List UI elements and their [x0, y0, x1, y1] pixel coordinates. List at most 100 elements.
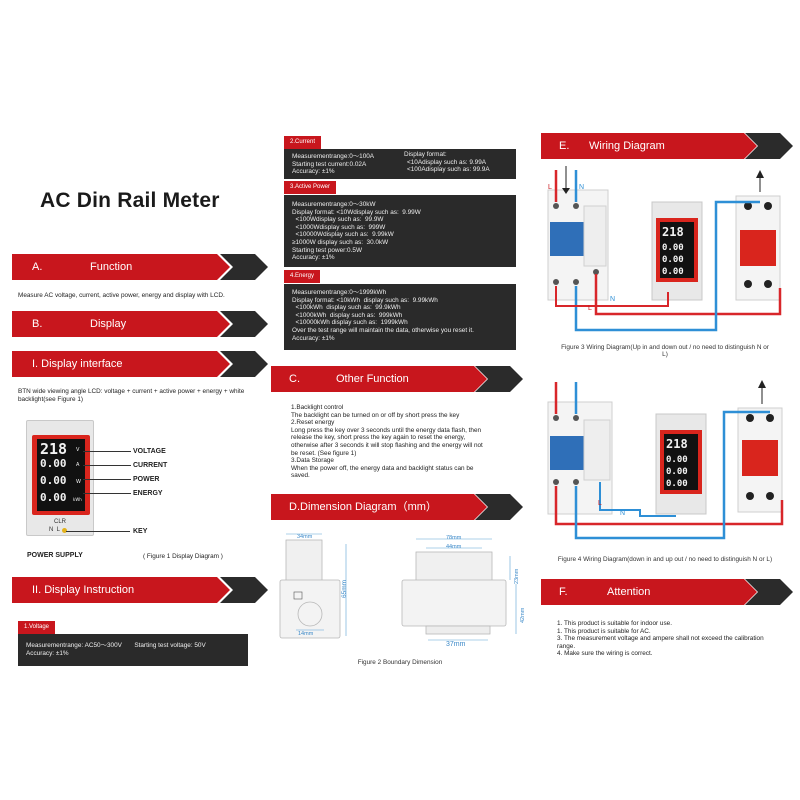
svg-text:0.00: 0.00: [666, 467, 688, 477]
energy-line-6: Accuracy: ±1%: [292, 334, 335, 342]
current-right-0: Display format:: [404, 151, 447, 158]
reading-voltage: 218: [40, 440, 68, 458]
clr-label: CLR: [54, 519, 67, 525]
energy-line-5: Over the test range will maintain the da…: [292, 326, 474, 334]
power-line-2: <100Wdisplay such as: 99.9W: [292, 216, 384, 224]
other-line-5: otherwise after 3 seconds it will stop f…: [291, 441, 483, 449]
power-line-0: Measurementrange:0～30kW: [292, 201, 376, 208]
fig3-n-mid: N: [610, 296, 616, 303]
voltage-line-1: Measurementrange: AC50～300V Starting tes…: [26, 642, 206, 649]
unit-voltage: V: [76, 447, 80, 453]
label-power: POWER: [133, 476, 160, 483]
function-description: Measure AC voltage, current, active powe…: [18, 292, 225, 299]
reading-energy: 0.00: [40, 491, 67, 504]
current-right-2: <100Adisplay such as: 99.9A: [407, 166, 490, 174]
svg-text:0.00: 0.00: [666, 455, 688, 465]
figure4-caption: Figure 4 Wiring Diagram(down in and up o…: [557, 556, 773, 563]
svg-text:218: 218: [662, 225, 684, 239]
attention-item-3: 4. Make sure the wiring is correct.: [557, 650, 653, 658]
energy-tag: 4.Energy: [284, 270, 321, 283]
figure3-caption: Figure 3 Wiring Diagram(Up in and down o…: [561, 344, 769, 358]
power-line-4: <10000Wdisplay such as: 9.99kW: [292, 231, 394, 239]
other-line-9: saved.: [291, 472, 310, 480]
energy-line-3: <1000kWh display such as: 999kWh: [292, 311, 403, 319]
power-line-5: ≥1000W display such as: 30.0kW: [292, 238, 389, 246]
dim-23mm: 23mm: [514, 568, 520, 584]
dim-42mm: 42mm: [520, 607, 526, 623]
current-left-1: Starting test current:0.02A: [292, 160, 367, 168]
current-box: Measurementrange:0～100A Starting test cu…: [284, 149, 516, 179]
svg-text:0.00: 0.00: [662, 243, 684, 253]
dim-44mm: 44mm: [446, 544, 462, 550]
fig4-n-mid: N: [620, 510, 626, 517]
meter-lcd: [37, 439, 85, 511]
section-b-header: B. Display: [12, 311, 268, 337]
unit-current: A: [76, 462, 80, 468]
section-e-label: Wiring Diagram: [589, 140, 665, 152]
power-line-7: Accuracy: ±1%: [292, 254, 335, 262]
page-title: AC Din Rail Meter: [40, 189, 220, 212]
other-line-1: The backlight can be turned on or off by…: [291, 411, 460, 419]
display-instruction-header: II. Display Instruction: [12, 577, 268, 603]
energy-line-0: Measurementrange:0～1999kWh: [292, 289, 387, 296]
section-f-label: Attention: [607, 586, 651, 598]
power-line-1: Display format: <10Wdisplay such as: 9.9…: [292, 208, 421, 216]
other-line-3: Long press the key over 3 seconds until …: [291, 426, 482, 434]
section-b-letter: B.: [32, 318, 43, 330]
other-function-text: 1.Backlight control The backlight can be…: [291, 404, 513, 480]
unit-power: W: [76, 479, 81, 485]
section-f-letter: F.: [559, 586, 568, 598]
section-d-label: D.Dimension Diagram（mm）: [289, 501, 437, 513]
label-power-supply: POWER SUPPLY: [27, 552, 83, 559]
fig3-l-mid: L: [588, 305, 592, 312]
section-e-letter: E.: [559, 140, 570, 152]
wiring-diagram-4: 218 0.00 0.00 0.00: [547, 380, 784, 540]
meter-figure-1: 218 0.00 0.00 0.00 V A W kWh CLR N L: [26, 420, 94, 536]
wiring-diagram-3: 218 0.00 0.00 0.00: [547, 166, 782, 332]
power-line-6: Starting test power:0.5W: [292, 246, 362, 254]
label-voltage: VOLTAGE: [133, 448, 166, 455]
other-line-7: 3.Data Storage: [291, 457, 334, 465]
svg-text:0.00: 0.00: [662, 255, 684, 265]
unit-energy: kWh: [73, 497, 82, 502]
current-left-0: Measurementrange:0～100A: [292, 153, 375, 160]
fig3-n-top: N: [579, 184, 585, 191]
power-tag: 3.Active Power: [284, 181, 337, 194]
dim-78mm: 78mm: [446, 535, 462, 541]
energy-line-4: <10000kWh display such as: 1999kWh: [292, 319, 408, 327]
other-line-0: 1.Backlight control: [291, 404, 344, 411]
other-line-2: 2.Reset energy: [291, 419, 335, 427]
attention-list: 1. This product is suitable for indoor u…: [557, 620, 767, 658]
figure2-caption: Figure 2 Boundary Dimension: [357, 659, 443, 666]
fig3-l-top: L: [548, 184, 552, 191]
attention-item-2: 3. The measurement voltage and ampere sh…: [557, 635, 764, 650]
power-box: Measurementrange:0～30kW Display format: …: [284, 195, 516, 267]
svg-text:218: 218: [666, 437, 688, 451]
attention-item-0: 1. This product is suitable for indoor u…: [557, 620, 672, 627]
display-interface-header: I. Display interface: [12, 351, 268, 377]
voltage-line-2: Accuracy: ±1%: [26, 649, 69, 657]
dimension-front-drawing: [279, 533, 347, 639]
voltage-tag: 1.Voltage: [18, 621, 56, 634]
label-key: KEY: [133, 528, 148, 535]
section-c-header: C.Other Function: [271, 366, 523, 392]
energy-box: Measurementrange:0～1999kWh Display forma…: [284, 284, 516, 350]
power-line-3: <1000Wdisplay such as: 999W: [292, 223, 386, 231]
energy-line-2: <100kWh display such as: 99.9kWh: [292, 304, 401, 312]
label-current: CURRENT: [133, 462, 168, 469]
section-b-label: Display: [90, 318, 127, 330]
dim-37mm: 37mm: [446, 641, 466, 648]
section-c-letter: C.: [289, 373, 300, 385]
reading-power: 0.00: [40, 474, 67, 487]
section-d-header: D.Dimension Diagram（mm）: [271, 494, 523, 520]
display-interface-description: BTN wide viewing angle LCD: voltage + cu…: [18, 388, 245, 403]
dim-65mm: 65mm: [341, 579, 348, 598]
section-a-letter: A.: [32, 261, 43, 273]
voltage-box: Measurementrange: AC50～300V Starting tes…: [18, 634, 248, 666]
current-right-1: <10Adisplay such as: 9.99A: [407, 158, 487, 166]
dimension-side-drawing: [401, 538, 517, 641]
energy-line-1: Display format: <10kWh display such as: …: [292, 296, 438, 304]
key-button[interactable]: [62, 528, 67, 533]
current-tag: 2.Current: [284, 136, 322, 149]
other-line-8: When the power off, the energy data and …: [291, 464, 474, 472]
